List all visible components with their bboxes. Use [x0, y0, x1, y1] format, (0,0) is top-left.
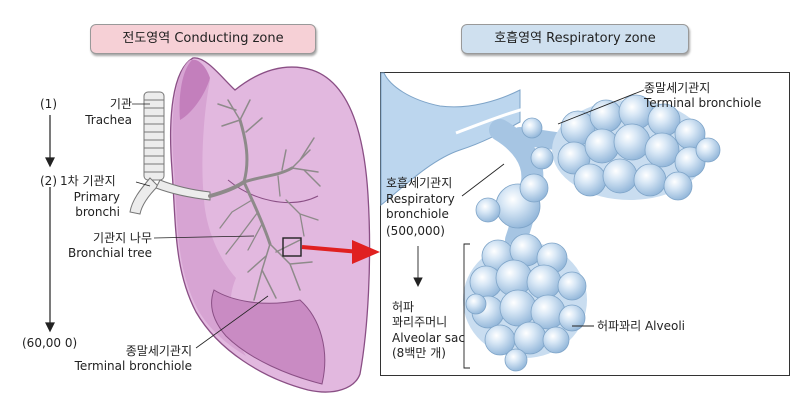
bronchial-tree-en-label: Bronchial tree: [67, 246, 152, 260]
alveolar-sac-ko-label-1: 허파: [392, 300, 415, 314]
resp-bronchiole-en-label-2: bronchiole: [386, 207, 449, 221]
trachea-ko-label: 기관: [109, 97, 132, 111]
alveolar-sac-en-label: Alveolar sac: [392, 331, 466, 345]
trachea-en-label: Trachea: [85, 113, 132, 127]
lower-alveolar-sac: [463, 233, 587, 372]
mid-alveoli: [475, 173, 549, 229]
upper-alveolar-sac: [521, 94, 721, 201]
respiratory-zone-tag: 호흡영역 Respiratory zone: [461, 24, 689, 54]
alveolar-sac-count: (8백만 개): [392, 346, 446, 360]
left-leaders: [132, 103, 269, 349]
bronchial-tree: [208, 99, 321, 301]
alveoli-label: 허파꽈리 Alveoli: [597, 319, 686, 333]
trachea: [129, 91, 211, 215]
resp-bronchiole-count: (500,000): [386, 224, 445, 238]
resp-bronchiole-en-label-1: Respiratory: [386, 192, 455, 206]
bronchial-tree-ko-label: 기관지 나무: [92, 231, 152, 245]
inset-terminal-en-label: Terminal bronchiole: [644, 96, 762, 110]
inset-annotations: [413, 89, 645, 369]
generation-end-label: (60,00 0): [22, 336, 78, 350]
magnify-box: [282, 237, 302, 257]
generation-start-label: (1): [40, 97, 57, 111]
terminal-bronchiole-en-label: Terminal bronchiole: [74, 359, 192, 373]
primary-en-label-1: Primary: [73, 190, 120, 204]
conducting-zone-tag: 전도영역 Conducting zone: [90, 24, 316, 54]
terminal-bronchiole-ko-label: 종말세기관지: [125, 344, 192, 358]
primary-ko-label: 1차 기관지: [60, 174, 116, 188]
resp-bronchiole-ko-label: 호흡세기관지: [386, 176, 453, 190]
generation-axis: [45, 115, 55, 333]
alveolar-sac-ko-label-2: 꽈리주머니: [392, 315, 448, 329]
zoom-arrow: [301, 240, 380, 264]
lung-shape: [169, 57, 371, 393]
generation-second-label: (2): [40, 174, 57, 188]
inset-terminal-ko-label: 종말세기관지: [644, 81, 711, 95]
primary-en-label-2: bronchi: [75, 205, 120, 219]
